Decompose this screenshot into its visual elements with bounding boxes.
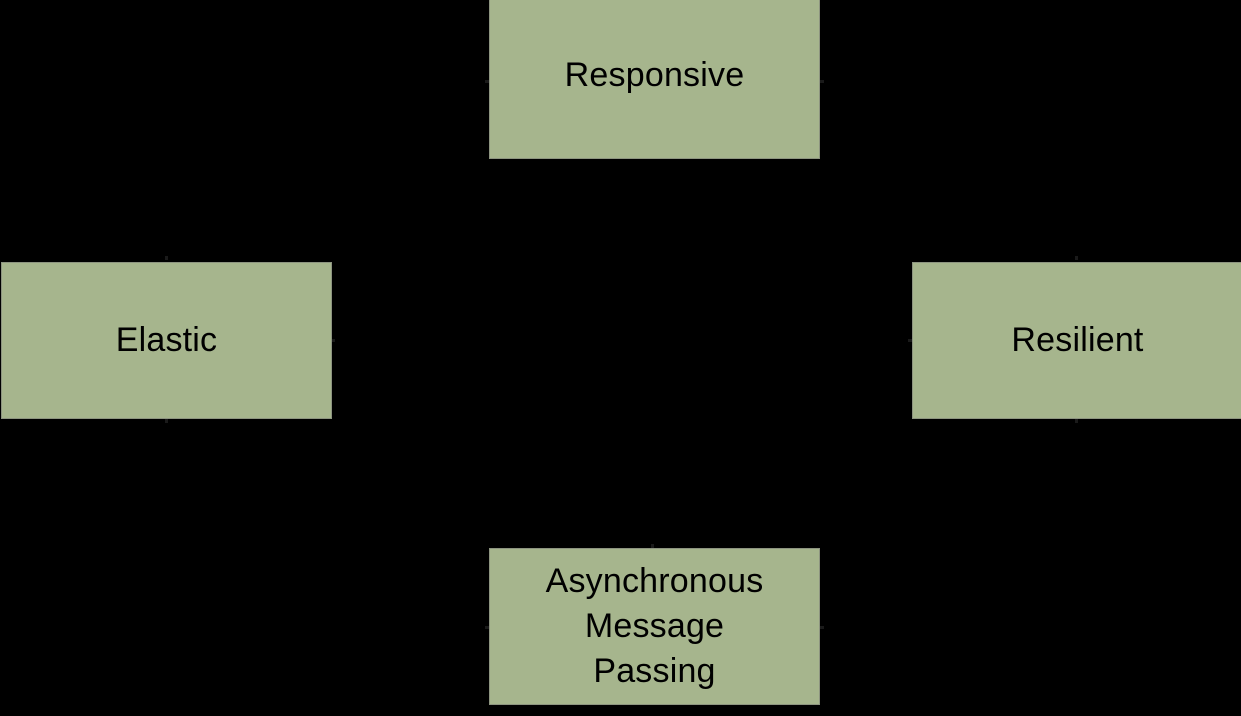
node-resilient[interactable]: Resilient: [912, 262, 1241, 419]
node-async-message-passing[interactable]: Asynchronous Message Passing: [489, 548, 820, 705]
connector-stub-elastic-right: [331, 339, 335, 342]
node-resilient-label: Resilient: [1011, 321, 1144, 359]
connector-stub-responsive-right: [820, 80, 824, 83]
node-elastic-label: Elastic: [115, 321, 218, 359]
connector-stub-async-top: [651, 544, 654, 548]
connector-stub-async-left: [485, 626, 489, 629]
connector-stub-elastic-top: [165, 256, 168, 260]
connector-stub-async-right: [820, 626, 824, 629]
connector-stub-responsive-left: [485, 80, 489, 83]
connector-stub-resilient-left: [908, 339, 912, 342]
node-async-message-passing-label: Asynchronous Message Passing: [545, 562, 764, 690]
node-elastic[interactable]: Elastic: [1, 262, 332, 419]
node-responsive[interactable]: Responsive: [489, 0, 820, 159]
connector-stub-resilient-bottom: [1075, 419, 1078, 423]
node-responsive-label: Responsive: [564, 56, 745, 94]
connector-stub-resilient-top: [1075, 256, 1078, 260]
connector-stub-elastic-bottom: [165, 419, 168, 423]
